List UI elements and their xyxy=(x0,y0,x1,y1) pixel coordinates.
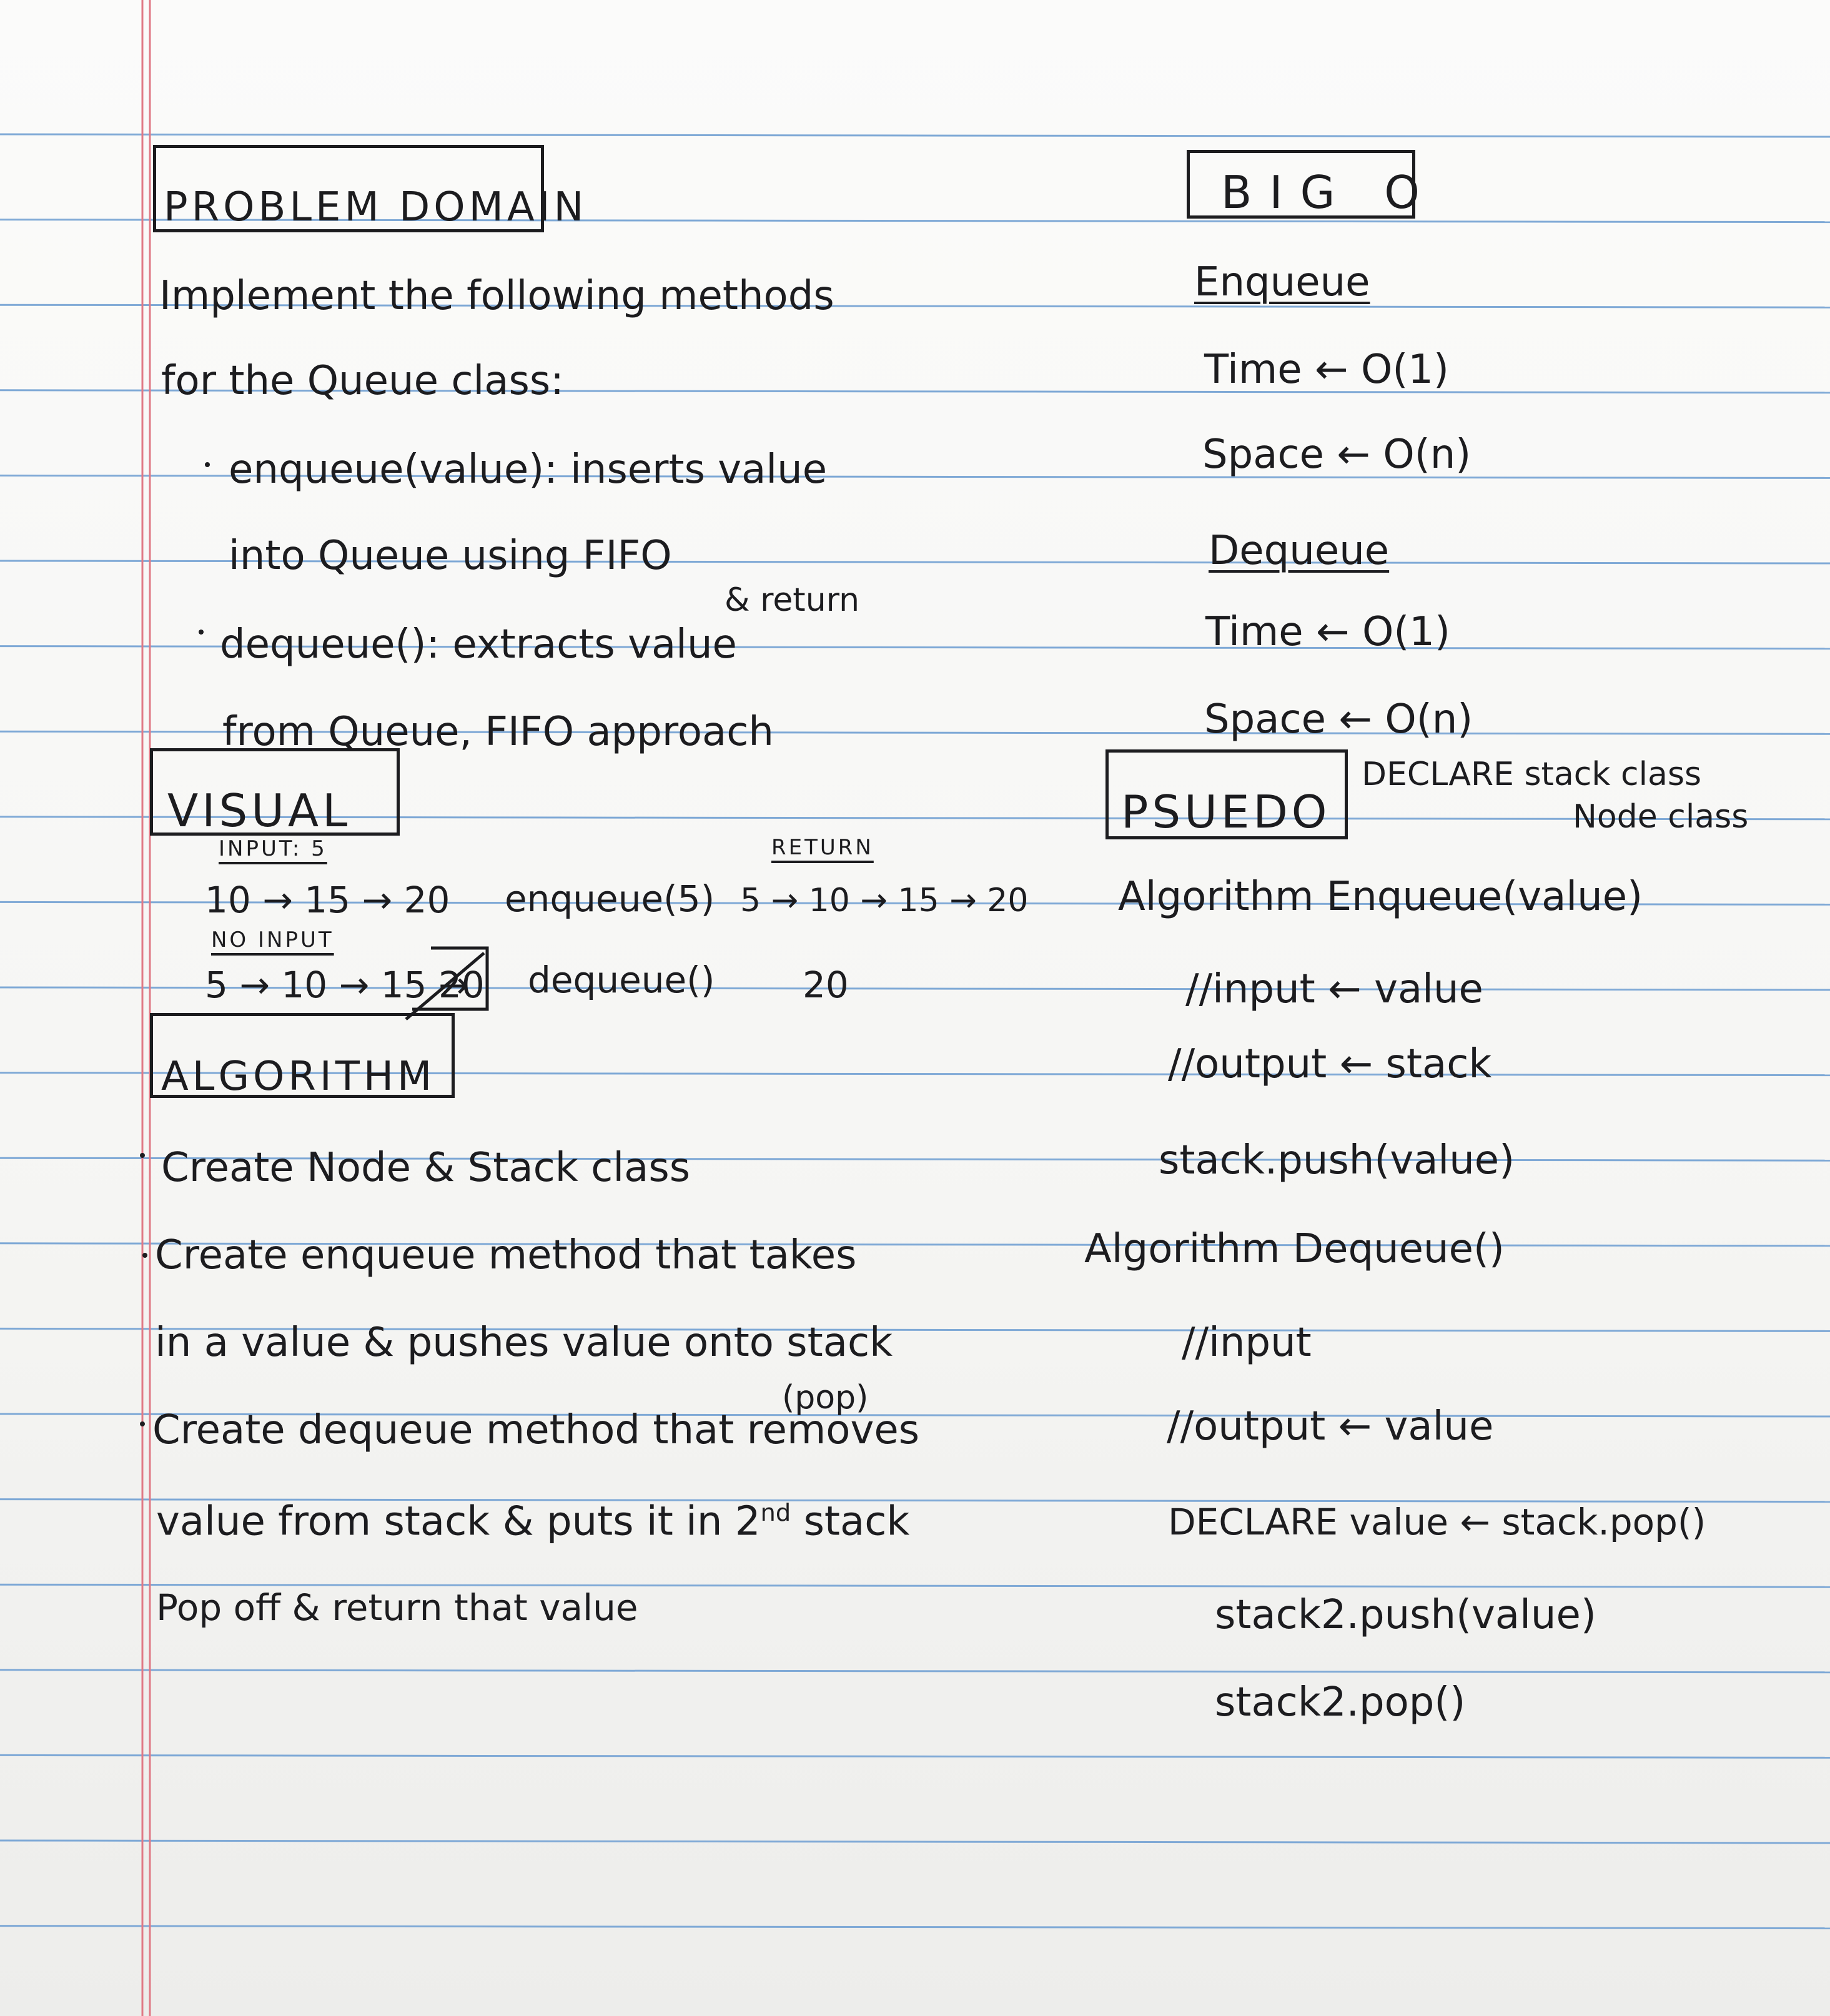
bullet-dot xyxy=(140,1153,145,1158)
ruled-line xyxy=(0,645,1830,650)
ruled-line xyxy=(0,389,1830,394)
visual-heading: VISUAL xyxy=(167,784,352,837)
big-o-heading-box xyxy=(1187,150,1415,219)
pseudo-line-1: Algorithm Enqueue(value) xyxy=(1118,874,1643,920)
big-o-dequeue-title: Dequeue xyxy=(1209,528,1390,574)
problem-domain-heading: PROBLEM DOMAIN xyxy=(164,184,588,230)
big-o-enqueue-space: Space ← O(n) xyxy=(1202,432,1471,478)
problem-caret-note: & return xyxy=(725,581,860,619)
ruled-line xyxy=(0,560,1830,565)
ruled-line xyxy=(0,1327,1830,1332)
ruled-line xyxy=(0,986,1830,991)
problem-line-2: for the Queue class: xyxy=(161,358,564,404)
ruled-line xyxy=(0,219,1830,224)
big-o-enqueue-title: Enqueue xyxy=(1194,259,1370,305)
problem-line-4: into Queue using FIFO xyxy=(229,533,672,579)
bullet-dot xyxy=(205,462,210,467)
algorithm-heading-box xyxy=(150,1013,455,1098)
ruled-line xyxy=(0,730,1830,735)
bullet-dot xyxy=(199,630,204,635)
pseudo-line-5: Algorithm Dequeue() xyxy=(1084,1226,1505,1272)
bullet-dot xyxy=(142,1253,147,1258)
ruled-line xyxy=(0,304,1830,309)
ruled-line xyxy=(0,1072,1830,1077)
visual-row1-input: 10 → 15 → 20 xyxy=(205,879,450,921)
ordinal-suffix: nd xyxy=(760,1499,791,1527)
visual-return-label: RETURN xyxy=(771,835,874,860)
problem-line-6: from Queue, FIFO approach xyxy=(222,709,774,755)
pseudo-declare-note-2: Node class xyxy=(1573,798,1749,836)
problem-line-5: dequeue(): extracts value xyxy=(220,621,737,668)
bullet-dot xyxy=(140,1421,145,1426)
ruled-line xyxy=(0,816,1830,821)
algorithm-line-1: Create Node & Stack class xyxy=(161,1145,691,1191)
algorithm-line-3: in a value & pushes value onto stack xyxy=(155,1320,893,1366)
pseudo-line-7: //output ← value xyxy=(1167,1403,1494,1450)
pseudo-line-6: //input xyxy=(1182,1320,1312,1366)
ruled-line xyxy=(0,1583,1830,1588)
pseudo-declare-note-1: DECLARE stack class xyxy=(1362,756,1702,793)
pseudo-heading: PSUEDO xyxy=(1121,786,1331,838)
pseudo-heading-box xyxy=(1105,749,1348,839)
visual-row2-method: dequeue() xyxy=(528,959,715,1001)
algorithm-pop-note: (pop) xyxy=(782,1379,869,1416)
ruled-line xyxy=(0,1839,1830,1844)
big-o-dequeue-space: Space ← O(n) xyxy=(1204,696,1473,743)
strike-box xyxy=(405,946,489,1020)
ruled-line xyxy=(0,1925,1830,1930)
visual-heading-box xyxy=(150,748,400,836)
pseudo-line-10: stack2.pop() xyxy=(1215,1679,1466,1726)
visual-row2-output: 20 xyxy=(803,964,849,1006)
algorithm-heading: ALGORITHM xyxy=(161,1054,436,1100)
pseudo-line-3: //output ← stack xyxy=(1168,1041,1492,1087)
visual-input-label: INPUT: 5 xyxy=(219,836,327,861)
pseudo-line-4: stack.push(value) xyxy=(1159,1137,1515,1183)
ruled-line xyxy=(0,1157,1830,1162)
algorithm-line-2: Create enqueue method that takes xyxy=(155,1232,857,1278)
algorithm-line-4: Create dequeue method that removes xyxy=(152,1407,920,1453)
ruled-line xyxy=(0,474,1830,479)
pseudo-line-2: //input ← value xyxy=(1185,966,1483,1012)
algorithm-line-5: value from stack & puts it in 2nd stack xyxy=(156,1501,909,1541)
pseudo-line-8: DECLARE value ← stack.pop() xyxy=(1168,1501,1706,1543)
ruled-line xyxy=(0,1754,1830,1759)
algorithm-line-5-text: value from stack & puts it in 2 xyxy=(156,1498,761,1545)
ruled-line xyxy=(0,1242,1830,1247)
visual-row2-input: 5 → 10 → 15 → xyxy=(205,964,469,1006)
ruled-line xyxy=(0,1669,1830,1674)
ruled-line xyxy=(0,1413,1830,1418)
visual-row1-output: 5 → 10 → 15 → 20 xyxy=(740,882,1029,919)
algorithm-line-6: Pop off & return that value xyxy=(156,1586,638,1629)
ruled-line xyxy=(0,901,1830,906)
pseudo-line-9: stack2.push(value) xyxy=(1215,1592,1596,1638)
big-o-enqueue-time: Time ← O(1) xyxy=(1204,347,1449,393)
problem-line-3: enqueue(value): inserts value xyxy=(229,447,828,493)
visual-no-input-label: NO INPUT xyxy=(211,927,334,952)
ruled-line xyxy=(0,133,1830,138)
big-o-dequeue-time: Time ← O(1) xyxy=(1205,609,1450,655)
ruled-line xyxy=(0,1498,1830,1503)
big-o-heading: BIG O xyxy=(1221,166,1437,219)
problem-line-1: Implement the following methods xyxy=(159,273,834,319)
problem-domain-heading-box xyxy=(153,145,544,232)
visual-row1-method: enqueue(5) xyxy=(505,877,715,920)
algorithm-line-5-end: stack xyxy=(803,1498,910,1545)
